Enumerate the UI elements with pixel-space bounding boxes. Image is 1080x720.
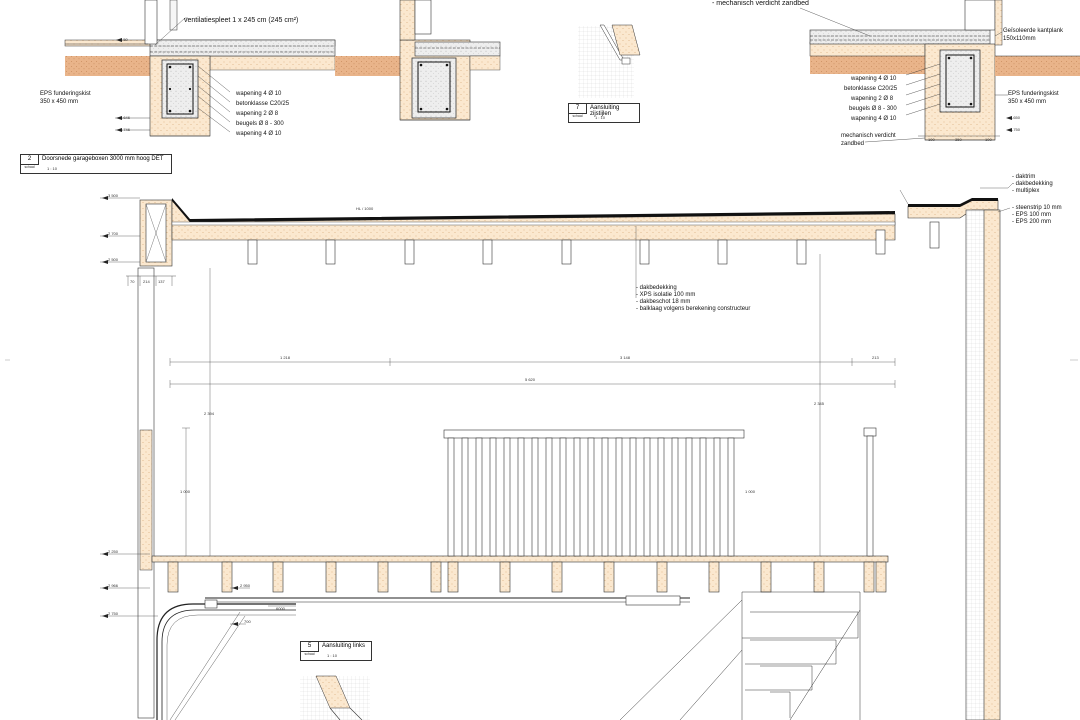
rebar-left-2: wapening 2 Ø 8 [236,111,279,117]
level-3500: 3 500 [108,193,119,198]
title-block-7: 7 schaal Aansluiting zijstijlen 1 : 10 [568,103,640,123]
dim-5620: 5 620 [525,377,536,382]
foundation-detail-right [799,0,1080,143]
rebar-right-1: betonklasse C20/25 [844,86,898,92]
roof-layer-2: - dakbeschot 18 mm [636,299,691,305]
kantplank-label: Geïsoleerde kantplank [1003,28,1064,34]
eps-title-right: EPS funderingskist [1008,91,1059,97]
level-right-1: -750 [1012,127,1021,132]
title-block-7-scale-label: schaal [572,114,583,118]
foundation-detail-middle [335,0,501,121]
dim-3148: 3 148 [620,355,631,360]
rebar-right-4: wapening 4 Ø 10 [851,116,897,122]
rebar-right-0: wapening 4 Ø 10 [851,76,897,82]
title-block-7-scale: 1 : 10 [595,115,606,120]
sand-label-top: - mechanisch verdicht zandbed [712,0,809,7]
eps-size-left: 350 x 450 mm [40,99,79,105]
title-block-7-title: Aansluiting zijstijlen [590,105,620,117]
title-block-2-number: 2 [21,155,39,165]
title-block-5: 5 schaal Aansluiting links 1 : 10 [300,641,372,661]
level-2950: 2 950 [240,583,251,588]
garage-section [5,38,1078,720]
level-2700: 2 700 [108,231,119,236]
level-left-2: -746 [122,127,131,132]
sand-bottom-1: mechanisch verdicht [841,133,896,139]
wall-layer-2: - EPS 200 mm [1012,219,1052,225]
dim-right-2: 100 [985,137,992,142]
rebar-left-0: wapening 4 Ø 10 [236,91,282,97]
detail-side-jamb [578,24,641,98]
level-left-1: -646 [122,115,131,120]
level-left-0: -50 [122,37,128,42]
title-block-5-scale: 1 : 10 [327,653,338,658]
level-right-0: -650 [1012,115,1021,120]
title-block-2-title: Doorsnede garageboxen 3000 mm hoog DET [42,156,164,162]
dim-1000-right: 1 000 [745,489,756,494]
edge-layer-2: - multiplex [1012,188,1040,194]
rebar-left-4: wapening 4 Ø 10 [236,131,282,137]
title-block-2-scale-label: schaal [24,165,35,169]
ventilation-label: ventilatiespleet 1 x 245 cm (245 cm²) [184,17,299,24]
rebar-right-3: beugels Ø 8 - 300 [849,106,897,112]
level-2966: 2 966 [108,583,119,588]
rebar-left-3: beugels Ø 8 - 300 [236,121,284,127]
roof-layer-0: - dakbedekking [636,285,677,291]
edge-layer-1: - dakbedekking [1012,181,1053,187]
sand-bottom-2: zandbed [841,141,865,147]
dim-6000: 6000 [276,606,285,611]
dim-70: 70 [130,279,135,284]
level-2500: 2 500 [108,257,119,262]
dim-right-0: 100 [928,137,935,142]
dim-1000-left: 1 000 [180,489,191,494]
eps-size-right: 350 x 450 mm [1008,99,1047,105]
foundation-detail-left [64,0,336,137]
dim-213: 213 [872,355,879,360]
dim-2345: 2 345 [814,401,825,406]
dim-214: 214 [143,279,150,284]
roof-layer-3: - balklaag volgens berekening constructe… [636,306,751,312]
wall-layer-0: - steenstrip 10 mm [1012,205,1062,211]
title-block-2-scale: 1 : 10 [47,166,58,171]
edge-layer-0: - daktrim [1012,174,1036,180]
rebar-right-2: wapening 2 Ø 8 [851,96,894,102]
dim-1218: 1 218 [280,355,291,360]
title-block-5-scale-label: schaal [304,652,315,656]
level-700: 700 [244,619,251,624]
kantplank-size: 150x110mm [1003,36,1036,42]
rebar-left-1: betonklasse C20/25 [236,101,290,107]
level-2750: 2 750 [108,611,119,616]
title-block-7-number: 7 [569,104,587,114]
title-block-5-title: Aansluiting links [322,643,366,649]
wall-layer-1: - EPS 100 mm [1012,212,1052,218]
roof-layer-1: - XPS isolatie 100 mm [636,292,696,298]
title-block-2: 2 schaal Doorsnede garageboxen 3000 mm h… [20,154,172,174]
roof-slope: HL / 1000 [356,206,374,211]
dim-right-1: 350 [955,137,962,142]
level-2250: 2 250 [108,549,119,554]
dim-2394: 2 394 [204,411,215,416]
dim-137: 137 [158,279,165,284]
eps-title-left: EPS funderingskist [40,91,91,97]
title-block-5-number: 5 [301,642,319,652]
